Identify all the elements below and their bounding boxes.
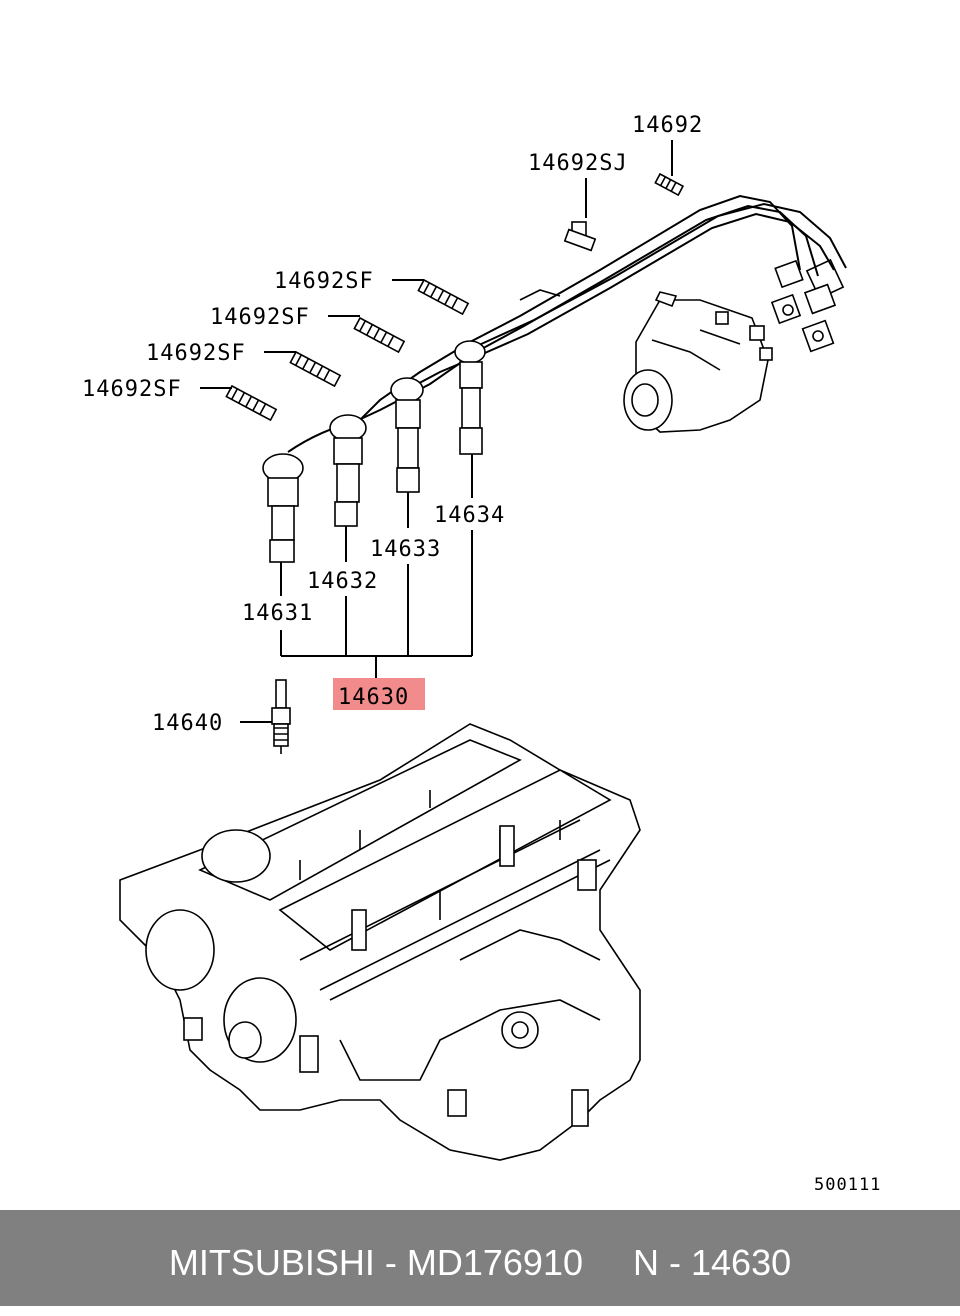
ignition-wiring-diagram: 14692 14692SJ 14692SF 14692SF 14692SF 14… xyxy=(82,113,881,1195)
callout-14631: 14631 xyxy=(242,601,313,626)
cable-14634 xyxy=(454,340,486,455)
cable-14633 xyxy=(390,377,424,493)
distributor xyxy=(623,291,773,433)
callout-14632: 14632 xyxy=(307,569,378,594)
callout-14692SF-3: 14692SF xyxy=(146,341,246,366)
leader-lines xyxy=(200,140,673,723)
highlight-14630 xyxy=(333,678,425,710)
cable-14631 xyxy=(262,453,304,563)
callout-14692: 14692 xyxy=(632,113,703,138)
wire-harness xyxy=(287,194,847,453)
footer-part-number: MITSUBISHI - MD176910 N - 14630 xyxy=(168,1242,792,1283)
callout-14692SF-4: 14692SF xyxy=(82,377,182,402)
callout-14692SF-2: 14692SF xyxy=(210,305,310,330)
spark-plug xyxy=(271,679,291,754)
callout-14630: 14630 xyxy=(338,685,409,710)
distributor-boots xyxy=(770,258,845,353)
figure-code: 500111 xyxy=(814,1175,881,1195)
footer-bar: MITSUBISHI - MD176910 N - 14630 xyxy=(0,1210,960,1306)
callout-14692SJ: 14692SJ xyxy=(528,151,628,176)
cable-14632 xyxy=(329,414,367,527)
callout-14634: 14634 xyxy=(434,503,505,528)
callout-14692SF-1: 14692SF xyxy=(274,269,374,294)
callout-14640: 14640 xyxy=(152,711,223,736)
callout-14633: 14633 xyxy=(370,537,441,562)
engine-head xyxy=(119,723,641,1161)
clamps xyxy=(225,172,685,422)
